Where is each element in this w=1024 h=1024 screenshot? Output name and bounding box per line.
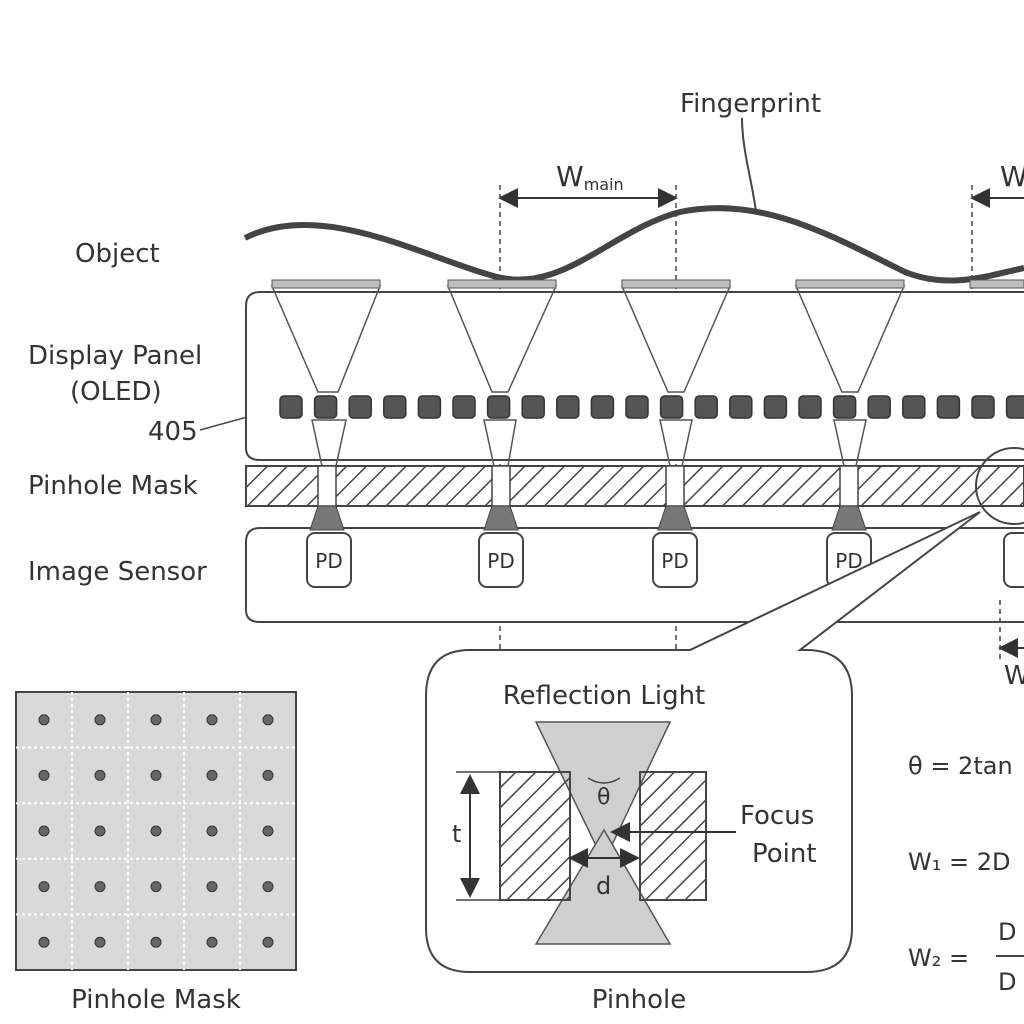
pinhole-dot — [262, 936, 274, 948]
pinhole-mask-caption: Pinhole Mask — [71, 985, 241, 1015]
reflection-light-label: Reflection Light — [503, 681, 706, 711]
pinhole-dot — [94, 825, 106, 837]
pinhole-dot — [262, 714, 274, 726]
pinhole-dot — [262, 825, 274, 837]
theta-label: θ — [597, 785, 610, 810]
w1-equation: W₁ = 2D — [908, 848, 1010, 876]
pinhole-mask-grid — [15, 691, 297, 971]
object-contact-pads — [271, 279, 1024, 289]
pinhole-dot — [38, 714, 50, 726]
pinhole-dot — [94, 881, 106, 893]
w-bottom-label: W — [1004, 661, 1024, 691]
pinhole-dot — [206, 936, 218, 948]
pinhole-dot — [94, 936, 106, 948]
photodiode-label: PD — [487, 549, 514, 573]
w-main-label: Wmain — [556, 160, 624, 194]
pinhole-dot — [206, 881, 218, 893]
w2-equation-lhs: W₂ = — [908, 944, 969, 972]
oled-pixel — [902, 395, 926, 419]
magnifier-circle — [975, 447, 1024, 525]
d-label: d — [596, 872, 611, 900]
image-sensor-label: Image Sensor — [28, 557, 207, 587]
t-label: t — [452, 820, 461, 848]
oled-pixel — [659, 395, 684, 419]
pinhole-dot — [150, 769, 162, 781]
photodiode: PD — [478, 532, 524, 588]
mask-block-right — [639, 771, 707, 901]
w2-equation-denominator: D — [998, 968, 1016, 996]
pinhole-dot — [38, 825, 50, 837]
photodiode-label: PD — [315, 549, 342, 573]
pinhole-dot — [206, 714, 218, 726]
pinhole-dot — [150, 936, 162, 948]
pinhole-dot — [94, 714, 106, 726]
fingerprint-leader — [741, 117, 757, 213]
pinhole-caption: Pinhole — [592, 985, 686, 1015]
theta-equation: θ = 2tan — [908, 752, 1013, 780]
oled-pixel — [279, 395, 303, 419]
oled-pixel — [417, 395, 442, 419]
focus-point-sublabel: Point — [752, 839, 817, 869]
oled-pixel — [590, 395, 615, 419]
oled-pixel — [798, 395, 822, 419]
oled-pixel — [971, 395, 995, 419]
oled-pixel — [313, 395, 338, 419]
pinhole-dot — [38, 936, 50, 948]
pinhole-dot — [150, 825, 162, 837]
w-right-label: W — [1000, 160, 1024, 193]
oled-pixel-row — [279, 395, 1024, 419]
photodiode: PD — [652, 532, 698, 588]
oled-pixel — [867, 395, 891, 419]
oled-pixel — [694, 395, 718, 419]
object-label: Object — [75, 239, 160, 269]
w2-equation-numerator: D — [998, 918, 1016, 946]
pinhole-dot — [206, 825, 218, 837]
photodiode-label: PD — [661, 549, 688, 573]
oled-pixel — [556, 395, 580, 419]
theta-arc — [587, 777, 621, 784]
display-panel-body — [245, 291, 1024, 461]
oled-pixel — [763, 395, 788, 419]
pinhole-dot — [262, 881, 274, 893]
lens-cones — [309, 505, 867, 531]
oled-pixel — [521, 395, 545, 419]
pinhole-dot — [38, 769, 50, 781]
oled-pixel — [348, 395, 372, 419]
display-panel-sublabel: (OLED) — [70, 377, 162, 407]
fingerprint-wave — [243, 205, 1024, 284]
mask-block-left — [499, 771, 571, 901]
oled-pixel — [486, 395, 511, 419]
image-sensor-body — [245, 527, 1024, 623]
fingerprint-label: Fingerprint — [680, 89, 821, 119]
pinhole-dot — [206, 769, 218, 781]
pinhole-dot — [94, 769, 106, 781]
oled-pixel — [625, 395, 649, 419]
oled-pixel — [1005, 395, 1024, 419]
pinhole-dot — [150, 881, 162, 893]
focus-point-label: Focus — [740, 801, 814, 831]
pinhole-mask-layer — [245, 465, 1024, 507]
pinhole-dot — [38, 881, 50, 893]
oled-pixel — [452, 395, 476, 419]
display-panel-label: Display Panel — [28, 341, 202, 371]
photodiode-partial — [1003, 532, 1024, 588]
pinhole-mask-layer-label: Pinhole Mask — [28, 471, 198, 501]
pinhole-dot — [150, 714, 162, 726]
photodiode: PD — [306, 532, 352, 588]
oled-pixel — [936, 395, 961, 419]
ref-405-label: 405 — [148, 417, 198, 447]
oled-pixel — [729, 395, 753, 419]
oled-pixel — [383, 395, 407, 419]
oled-pixel — [832, 395, 857, 419]
pinhole-dot — [262, 769, 274, 781]
